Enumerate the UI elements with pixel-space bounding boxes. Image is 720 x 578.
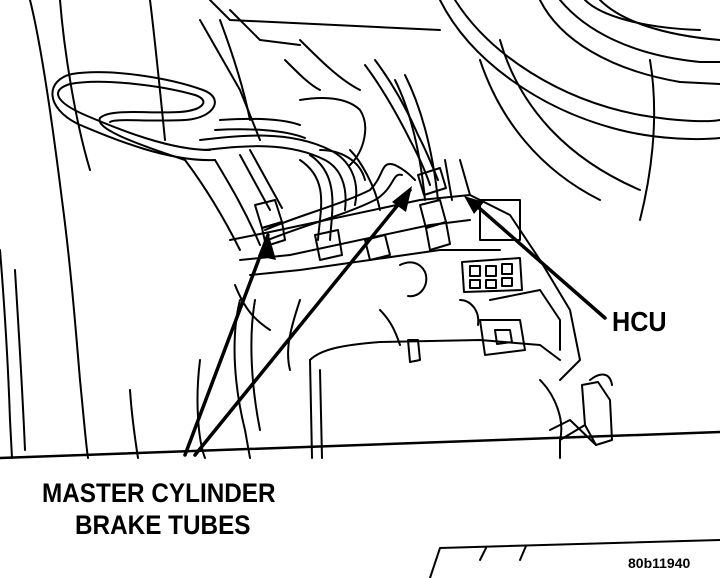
arrow-to-hcu	[468, 198, 607, 320]
tube-runs	[199, 59, 439, 241]
arrow-to-center-fitting	[193, 188, 412, 457]
arrow-to-left-fitting	[183, 233, 270, 457]
master-cylinder-label-line2: BRAKE TUBES	[75, 510, 251, 540]
master-cylinder-label-line1: MASTER CYLINDER	[42, 478, 276, 508]
callout-arrows	[183, 188, 607, 457]
hcu-unit	[229, 97, 581, 381]
firewall-structure	[199, 0, 441, 141]
fender-panel	[0, 0, 166, 459]
hcu-label: HCU	[612, 306, 667, 337]
mounting-bracket	[539, 373, 613, 459]
brake-tube-loop	[51, 71, 261, 251]
tire-arcs	[439, 0, 720, 221]
arrowhead-center	[392, 186, 412, 212]
arrowhead-hcu	[464, 196, 484, 214]
arrowhead-left	[258, 232, 276, 260]
figure-code: 80b11940	[628, 555, 691, 571]
cutoff-line	[0, 430, 720, 578]
